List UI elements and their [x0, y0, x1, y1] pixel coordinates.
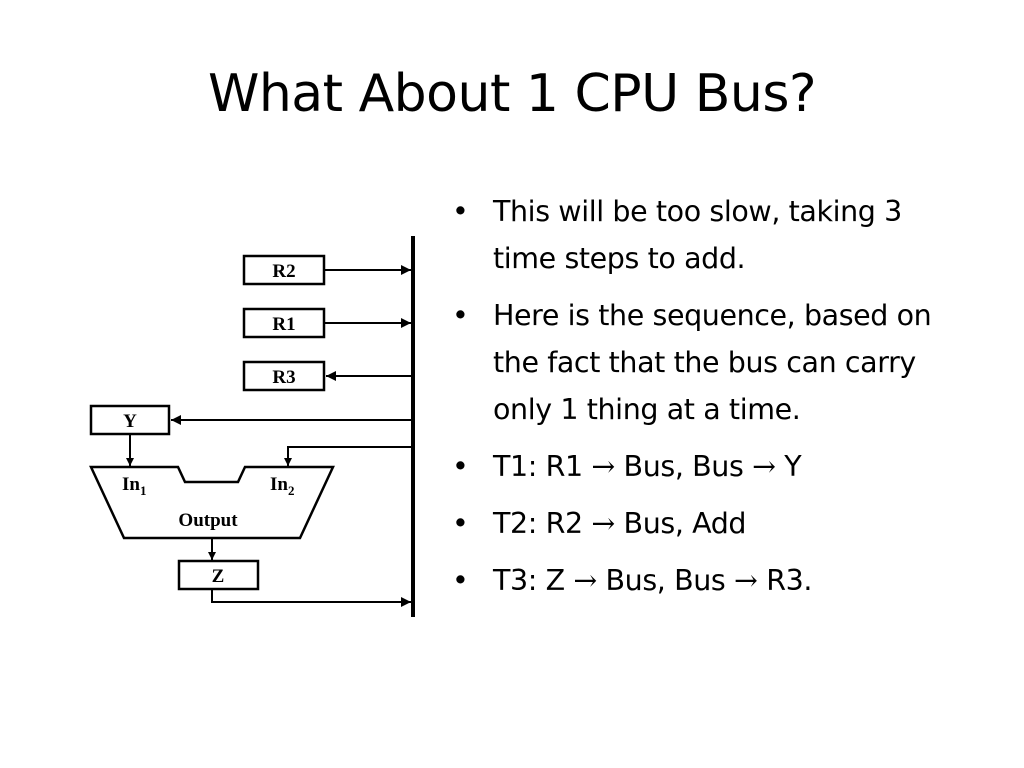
- register-y: Y: [89, 404, 171, 436]
- alu: In1 In2 Output: [89, 465, 335, 540]
- bullet-item: T2: R2 → Bus, Add: [452, 500, 972, 547]
- alu-output-label: Output: [178, 510, 238, 531]
- right-arrow-icon: →: [573, 564, 597, 597]
- bus-to-in2-arrow: [284, 446, 411, 466]
- bullet-item: T3: Z → Bus, Bus → R3.: [452, 557, 972, 604]
- register-r3-label: R3: [272, 367, 295, 388]
- bullet-list: This will be too slow, taking 3 time ste…: [452, 188, 972, 614]
- register-y-label: Y: [123, 411, 137, 432]
- register-z-label: Z: [212, 566, 225, 587]
- register-r2-label: R2: [272, 261, 295, 282]
- z-to-bus-arrow: [211, 589, 411, 607]
- bullet-item: Here is the sequence, based on the fact …: [452, 292, 972, 433]
- right-arrow-icon: →: [591, 450, 615, 483]
- alu-in1-label: In1: [122, 474, 146, 498]
- register-z: Z: [177, 559, 260, 591]
- register-r3: R3: [242, 360, 326, 392]
- slide-title: What About 1 CPU Bus?: [207, 64, 817, 124]
- register-r1: R1: [242, 307, 326, 339]
- bullet-item: T1: R1 → Bus, Bus → Y: [452, 443, 972, 490]
- register-r2: R2: [242, 254, 326, 286]
- right-arrow-icon: →: [734, 564, 758, 597]
- right-arrow-icon: →: [591, 507, 615, 540]
- bullet-item: This will be too slow, taking 3 time ste…: [452, 188, 972, 282]
- alu-in2-label: In2: [270, 474, 294, 498]
- register-r1-label: R1: [272, 314, 295, 335]
- right-arrow-icon: →: [752, 450, 776, 483]
